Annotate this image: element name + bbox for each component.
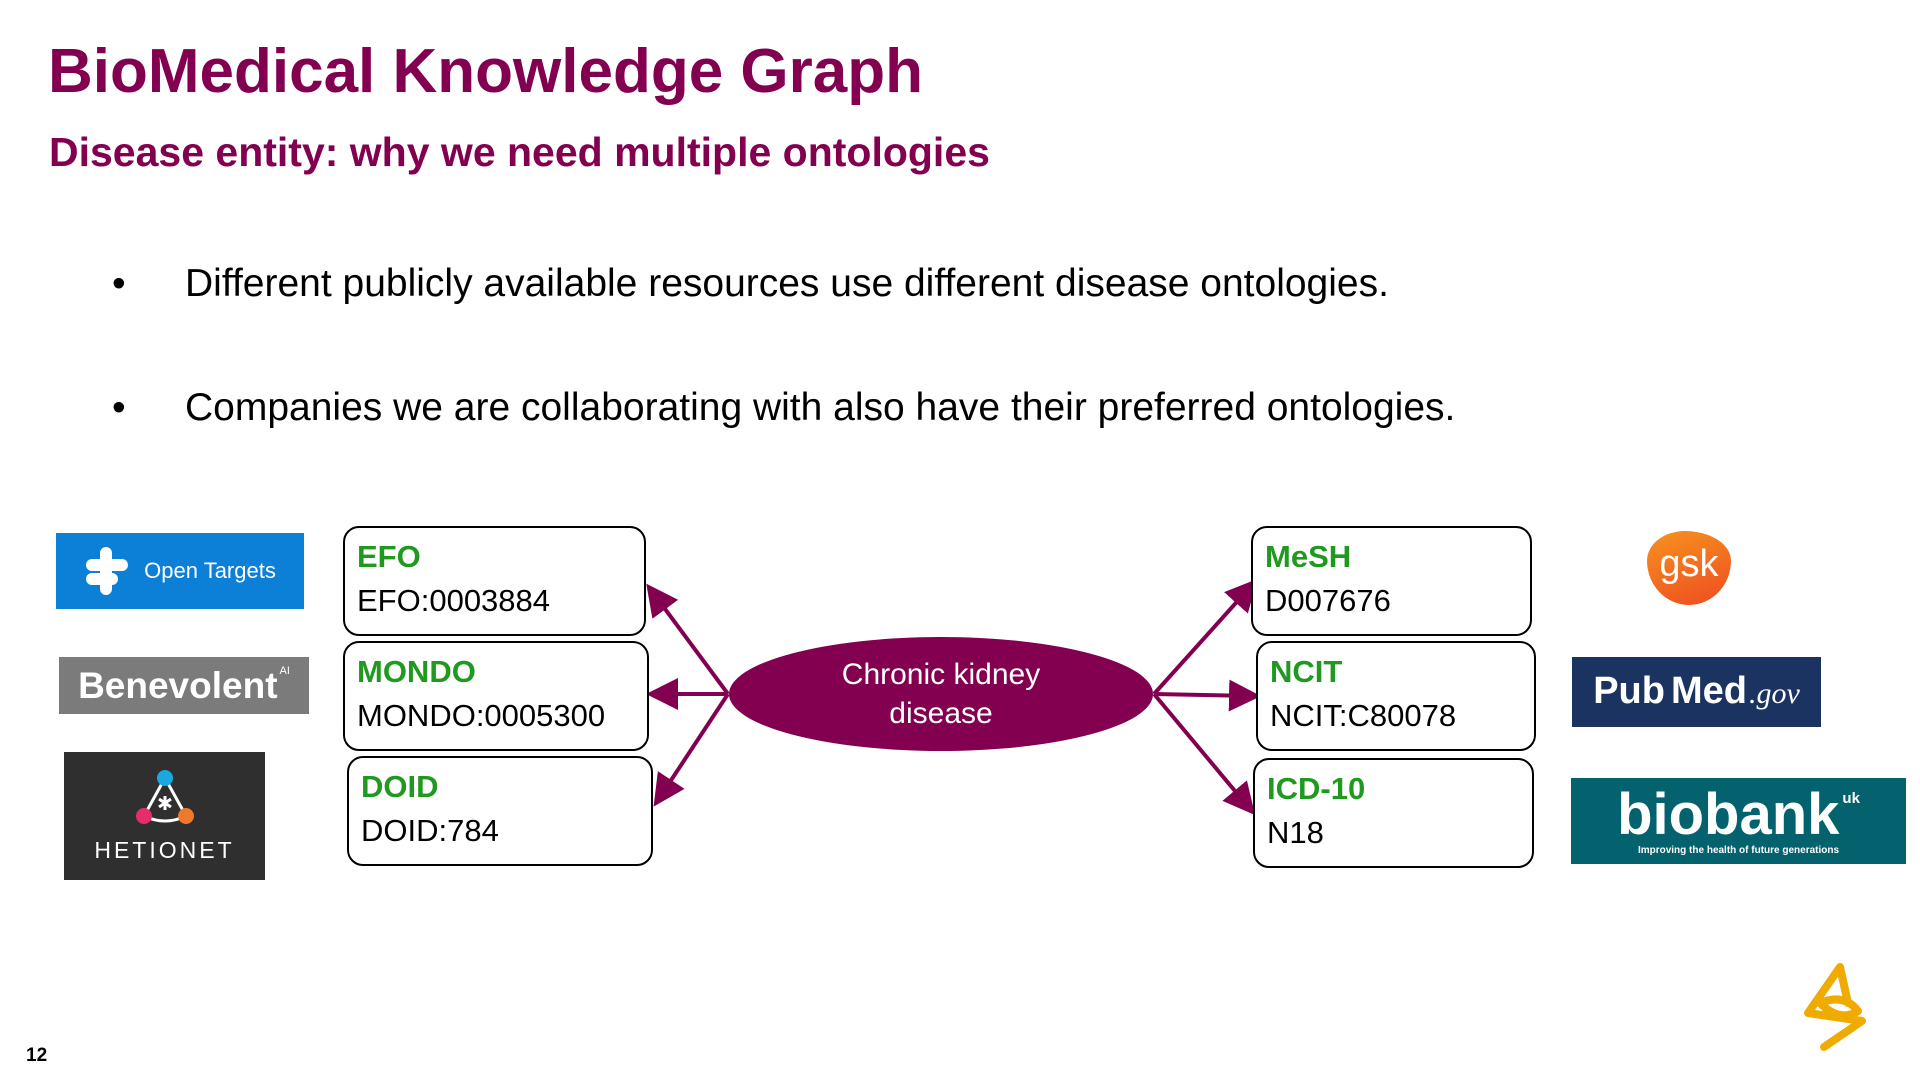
center-node-line: Chronic kidney [841, 658, 1041, 691]
hetionet-icon [135, 770, 194, 824]
benevolent-sup: AI [279, 665, 290, 677]
center-node-line: disease [889, 697, 993, 730]
astrazeneca-logo-icon [1804, 963, 1866, 1051]
ontology-id: EFO:0003884 [357, 583, 551, 618]
gsk-logo: gsk [1647, 531, 1731, 605]
benevolent-logo: Benevolent AI [59, 657, 309, 714]
bullet-icon: • [112, 262, 126, 305]
ontology-id: DOID:784 [361, 813, 499, 848]
page-title: BioMedical Knowledge Graph [48, 37, 923, 106]
open-targets-logo: Open Targets [56, 533, 304, 609]
ontology-name: ICD-10 [1267, 771, 1366, 806]
hetionet-logo: HETIONET [64, 752, 265, 880]
gsk-label: gsk [1659, 543, 1719, 585]
center-node-chronic-kidney-disease: Chronic kidney disease [729, 637, 1153, 751]
ontology-box-efo: EFO EFO:0003884 [343, 526, 646, 636]
ontology-name: NCIT [1270, 654, 1343, 689]
bullet-item: • Different publicly available resources … [112, 261, 1389, 307]
open-targets-label: Open Targets [144, 558, 276, 583]
biobank-tagline: Improving the health of future generatio… [1637, 845, 1840, 856]
arrow-ncit [1153, 679, 1261, 712]
arrow-efo [646, 583, 730, 696]
biobank-label: biobank [1617, 782, 1840, 847]
ontology-name: MONDO [357, 654, 476, 689]
page-number: 12 [26, 1045, 48, 1066]
bullet-text: Different publicly available resources u… [185, 262, 1389, 305]
ontology-id: MONDO:0005300 [357, 698, 606, 733]
arrow-icd10 [1152, 692, 1256, 816]
ontology-box-ncit: NCIT NCIT:C80078 [1256, 641, 1536, 751]
biobank-sup: uk [1842, 790, 1860, 807]
ontology-name: DOID [361, 769, 439, 804]
biobank-logo: biobank uk Improving the health of futur… [1571, 778, 1906, 864]
open-targets-icon [86, 547, 129, 595]
ontology-id: N18 [1267, 815, 1324, 850]
ontology-box-mesh: MeSH D007676 [1251, 526, 1532, 636]
bullet-item: • Companies we are collaborating with als… [112, 385, 1455, 431]
benevolent-label: Benevolent [78, 665, 278, 706]
pubmed-label-med: Med [1670, 670, 1747, 712]
ontology-box-mondo: MONDO MONDO:0005300 [343, 641, 649, 751]
arrow-mesh [1152, 579, 1258, 696]
ontology-name: MeSH [1265, 539, 1352, 574]
pubmed-label-pub: Pub [1593, 670, 1665, 712]
page-subtitle: Disease entity: why we need multiple ont… [49, 129, 990, 175]
ontology-box-doid: DOID DOID:784 [347, 756, 653, 866]
ontology-id: D007676 [1265, 583, 1391, 618]
ontology-name: EFO [357, 539, 421, 574]
hetionet-label: HETIONET [94, 837, 235, 863]
bullet-text: Companies we are collaborating with also… [185, 386, 1456, 429]
arrow-doid [653, 692, 730, 807]
bullet-icon: • [112, 386, 126, 429]
pubmed-label-gov: .gov [1748, 677, 1800, 710]
ontology-id: NCIT:C80078 [1270, 698, 1457, 733]
